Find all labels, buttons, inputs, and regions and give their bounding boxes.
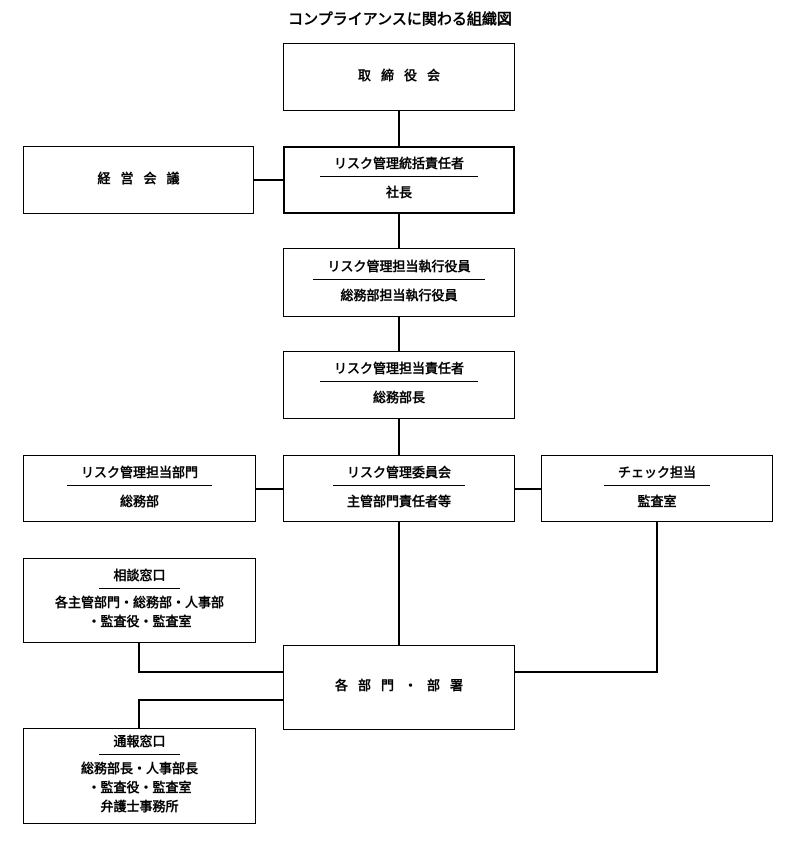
committee-value: 主管部門責任者等 xyxy=(346,494,451,510)
executive-officer-value: 総務部担当執行役員 xyxy=(340,288,458,304)
manager-value: 総務部長 xyxy=(372,391,425,406)
divisions-box: 各部門・部署 xyxy=(283,645,515,730)
divisions-label: 各部門・部署 xyxy=(334,679,473,695)
check-box: チェック担当 監査室 xyxy=(541,455,773,522)
department-heading: リスク管理担当部門 xyxy=(66,465,212,486)
check-heading: チェック担当 xyxy=(603,465,710,486)
management-meeting-label: 経営会議 xyxy=(97,171,190,187)
chart-title: コンプライアンスに関わる組織図 xyxy=(288,10,512,28)
department-box: リスク管理担当部門 総務部 xyxy=(23,455,256,522)
reporting-heading: 通報窓口 xyxy=(99,734,180,756)
consultation-box: 相談窓口 各主管部門・総務部・人事部 ・監査役・監査室 xyxy=(23,558,256,643)
reporting-line-2: ・監査役・監査室 xyxy=(87,781,192,796)
committee-box: リスク管理委員会 主管部門責任者等 xyxy=(283,455,515,522)
chief-officer-heading: リスク管理統括責任者 xyxy=(319,156,478,177)
connector-consultation-divisions xyxy=(138,643,283,673)
reporting-line-1: 総務部長・人事部長 xyxy=(80,762,198,778)
manager-heading: リスク管理担当責任者 xyxy=(319,361,478,382)
consultation-line-2: ・監査役・監査室 xyxy=(87,614,192,630)
board-label: 取締役会 xyxy=(357,68,450,84)
manager-box: リスク管理担当責任者 総務部長 xyxy=(283,351,515,419)
connector-divisions-reporting xyxy=(138,699,283,728)
board-box: 取締役会 xyxy=(283,43,515,111)
check-value: 監査室 xyxy=(637,494,677,510)
consultation-heading: 相談窓口 xyxy=(99,568,180,590)
executive-officer-heading: リスク管理担当執行役員 xyxy=(313,259,485,280)
executive-officer-box: リスク管理担当執行役員 総務部担当執行役員 xyxy=(283,248,515,317)
management-meeting-box: 経営会議 xyxy=(23,146,254,214)
chief-officer-box: リスク管理統括責任者 社長 xyxy=(283,146,515,214)
connector-check-divisions xyxy=(515,522,658,673)
committee-heading: リスク管理委員会 xyxy=(332,465,465,486)
chief-officer-value: 社長 xyxy=(385,186,412,201)
reporting-line-3: 弁護士事務所 xyxy=(100,799,179,815)
reporting-box: 通報窓口 総務部長・人事部長 ・監査役・監査室 弁護士事務所 xyxy=(23,728,256,824)
department-value: 総務部 xyxy=(119,494,159,510)
consultation-line-1: 各主管部門・総務部・人事部 xyxy=(54,596,224,612)
